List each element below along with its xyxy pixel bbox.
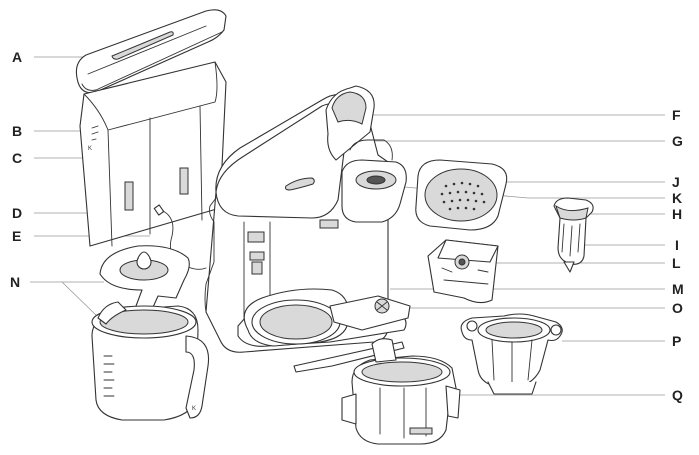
reusable-filter — [553, 197, 594, 273]
brewer-body — [204, 85, 411, 373]
callout-c: C — [12, 150, 22, 166]
callout-p: P — [672, 333, 681, 349]
leader-n — [30, 281, 100, 319]
callout-l: L — [672, 255, 681, 271]
callout-d: D — [12, 205, 22, 221]
perforations — [440, 181, 486, 211]
callout-q: Q — [672, 387, 683, 403]
callout-labels: A B C D E N F G J K H I L M O P Q — [10, 49, 684, 403]
reservoir-logo: K — [88, 146, 92, 152]
callout-f: F — [672, 107, 681, 123]
carafe-funnel — [341, 338, 461, 445]
callout-e: E — [12, 228, 21, 244]
callout-h: H — [672, 206, 682, 222]
carafe-logo: K — [192, 406, 196, 412]
callout-j: J — [672, 174, 680, 190]
water-reservoir: K — [79, 61, 227, 247]
brew-basket — [460, 313, 563, 395]
callout-b: B — [12, 123, 22, 139]
carafe-lid — [99, 245, 190, 315]
callout-o: O — [672, 300, 683, 316]
callout-k: K — [672, 190, 682, 206]
callout-a: A — [12, 49, 22, 65]
callout-i: I — [675, 237, 679, 253]
carafe: K — [91, 301, 210, 421]
funnel-disc — [415, 159, 508, 231]
callout-g: G — [672, 133, 683, 149]
filter-basket-holder — [427, 239, 499, 304]
callout-m: M — [672, 281, 684, 297]
reservoir-lid — [75, 9, 227, 94]
callout-n: N — [10, 274, 20, 290]
